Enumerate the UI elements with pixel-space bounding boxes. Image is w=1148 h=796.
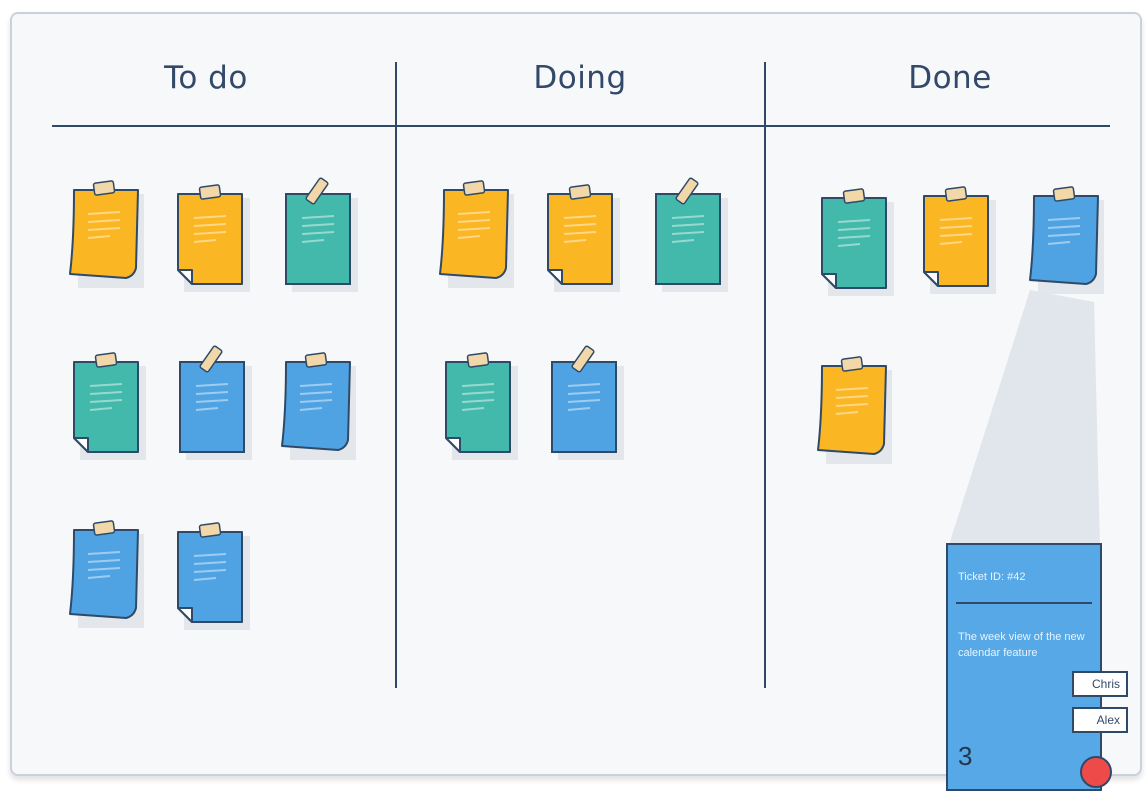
sticky-note[interactable]: [654, 177, 728, 292]
sticky-note[interactable]: [176, 522, 250, 630]
sticky-note[interactable]: [546, 184, 620, 292]
sticky-note[interactable]: [284, 177, 358, 292]
sticky-note[interactable]: [69, 520, 144, 628]
sticky-note[interactable]: [281, 352, 356, 460]
sticky-note[interactable]: [444, 352, 518, 460]
sticky-note[interactable]: [820, 188, 894, 296]
sticky-note[interactable]: [817, 356, 892, 464]
header-divider: [52, 125, 1110, 127]
sticky-note[interactable]: [922, 186, 996, 294]
sticky-note[interactable]: [178, 345, 252, 460]
column-title-doing: Doing: [533, 60, 627, 96]
sticky-note[interactable]: [72, 352, 146, 460]
sticky-note[interactable]: [550, 345, 624, 460]
assignee-chip-alex[interactable]: Alex: [1072, 707, 1128, 733]
ticket-id: Ticket ID: #42: [958, 571, 1026, 583]
ticket-divider: [956, 602, 1092, 604]
sticky-note-selected[interactable]: [1029, 186, 1104, 294]
column-title-todo: To do: [164, 60, 248, 96]
column-divider-2: [764, 62, 766, 688]
column-title-done: Done: [908, 60, 992, 96]
sticky-note[interactable]: [176, 184, 250, 292]
ticket-detail-card[interactable]: Ticket ID: #42 The week view of the new …: [946, 543, 1102, 791]
sticky-note[interactable]: [69, 180, 144, 288]
assignee-chip-chris[interactable]: Chris: [1072, 671, 1128, 697]
column-divider-1: [395, 62, 397, 688]
ticket-story-points: 3: [958, 741, 973, 771]
ticket-description: The week view of the new calendar featur…: [958, 631, 1085, 659]
sticky-note[interactable]: [439, 180, 514, 288]
status-dot: [1080, 756, 1112, 788]
